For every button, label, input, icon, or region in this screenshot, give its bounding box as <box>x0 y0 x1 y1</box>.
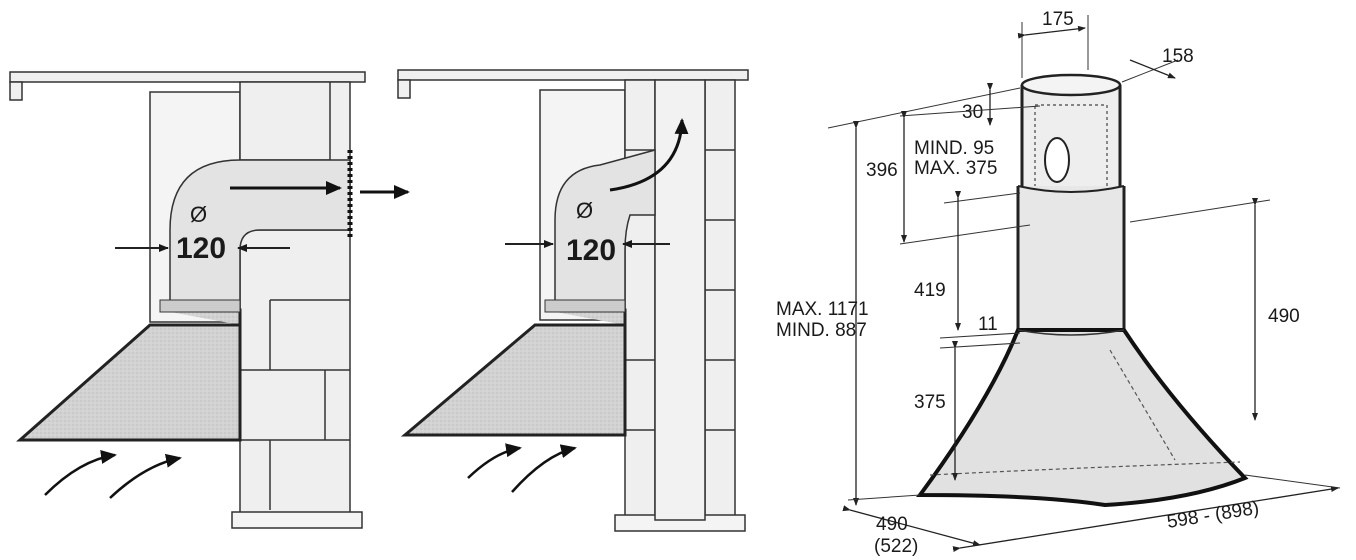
dimension-label: 419 <box>914 280 946 301</box>
dimension-label: MAX. 1171 <box>776 299 869 320</box>
vent-opening <box>1044 137 1070 183</box>
dimension-label: 158 <box>1162 46 1194 67</box>
diameter-label: 120 <box>566 234 616 267</box>
intake-arrow <box>44 450 117 496</box>
dimension-label: 490 <box>1268 306 1300 327</box>
dimension-label: 598 - (898) <box>1165 498 1260 533</box>
diameter-label: 120 <box>176 232 226 265</box>
chimney-lower <box>1016 186 1126 332</box>
hood-dimension-drawing: 175 158 30 396 MIND. 95 MAX. 375 419 11 … <box>776 9 1341 557</box>
diameter-symbol: Ø <box>576 198 593 223</box>
intake-arrow <box>467 443 522 479</box>
chimney-upper <box>1020 85 1122 190</box>
dimension-label: MAX. 375 <box>914 158 997 179</box>
ceiling-slab <box>9 71 366 83</box>
ceiling-trim <box>397 79 411 99</box>
dimension-label: 175 <box>1042 9 1074 30</box>
installation-wall-exhaust: Ø 120 <box>9 71 410 529</box>
dimension-label: 396 <box>866 160 898 181</box>
hood-canopy <box>400 308 627 437</box>
dimension-label: MIND. 95 <box>914 138 994 159</box>
brick-wall <box>231 81 363 529</box>
duct-elbow <box>169 159 351 311</box>
intake-arrow <box>109 453 182 499</box>
vertical-duct <box>654 79 706 521</box>
ceiling-trim <box>9 81 23 101</box>
dimension-label: (522) <box>874 536 918 557</box>
chimney-top <box>1020 73 1122 97</box>
installation-ceiling-exhaust: Ø 120 <box>397 69 749 532</box>
diameter-symbol: Ø <box>190 202 207 227</box>
intake-arrow <box>511 444 577 493</box>
hood-canopy <box>16 308 242 442</box>
dimension-label: MIND. 887 <box>776 320 867 341</box>
dimension-label: 11 <box>978 314 998 335</box>
dimension-label: 375 <box>914 392 946 413</box>
dimension-label: 490 <box>876 514 908 535</box>
dimension-label: 30 <box>962 102 983 123</box>
hood-canopy <box>916 328 1249 508</box>
ceiling-slab <box>397 69 749 81</box>
airflow-arrow <box>609 118 689 192</box>
